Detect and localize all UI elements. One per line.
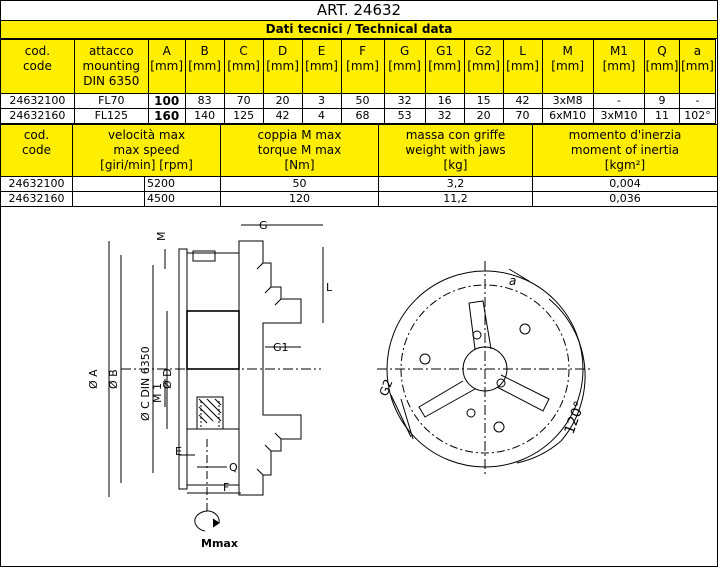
label-e: E (175, 445, 182, 458)
label-angle-a: a (509, 274, 516, 288)
table-cell: FL70 (73, 93, 149, 109)
header-col-12: M[mm] (541, 39, 594, 94)
cell-inertia: 0,004 (532, 176, 718, 192)
table-cell: 70 (223, 93, 264, 109)
table-cell: 102° (678, 108, 717, 124)
label-g1: G1 (273, 341, 289, 354)
table-cell: FL125 (73, 108, 149, 124)
header-col-9: G1[mm] (424, 39, 465, 94)
header-col-4: C[mm] (223, 39, 264, 94)
header-col-8: G[mm] (383, 39, 426, 94)
label-m1: M 1 (151, 383, 164, 403)
cell-empty (72, 191, 145, 207)
table-row: 24632160 4500 120 11,2 0,036 (0, 191, 718, 207)
table-cell: 140 (184, 108, 225, 124)
table-cell: 160 (147, 108, 186, 124)
table-row: 24632100 5200 50 3,2 0,004 (0, 176, 718, 192)
table-cell: 6xM10 (541, 108, 594, 124)
cell-speed: 5200 (143, 176, 222, 192)
table-cell: 24632100 (0, 93, 75, 109)
table-cell: 42 (502, 93, 543, 109)
header-col-10: G2[mm] (463, 39, 504, 94)
table-cell: 20 (463, 108, 504, 124)
table-cell: 42 (262, 108, 303, 124)
cell-inertia: 0,036 (532, 191, 718, 207)
cell-speed: 4500 (143, 191, 222, 207)
label-120-degrees: 120° (562, 399, 589, 436)
cell-code: 24632160 (0, 191, 73, 207)
header-col-15: a[mm] (678, 39, 717, 94)
cell-empty (72, 176, 145, 192)
header-col-0: cod.code (0, 39, 75, 94)
table-cell: 3 (301, 93, 342, 109)
label-q: Q (229, 461, 238, 474)
table-cell: - (678, 93, 717, 109)
table-cell: 70 (502, 108, 543, 124)
table-cell: 3xM8 (541, 93, 594, 109)
label-g2: G2 (377, 377, 396, 398)
header-col-5: D[mm] (262, 39, 303, 94)
cell-torque: 120 (220, 191, 380, 207)
cell-weight: 3,2 (378, 176, 534, 192)
header-col-7: F[mm] (340, 39, 385, 94)
header-col-3: B[mm] (184, 39, 225, 94)
label-f: F (223, 481, 229, 494)
table-cell: 16 (424, 93, 465, 109)
table-cell: 32 (424, 108, 465, 124)
table-cell: 100 (147, 93, 186, 109)
header-col-13: M1[mm] (592, 39, 646, 94)
table-cell: 15 (463, 93, 504, 109)
table-cell: 4 (301, 108, 342, 124)
table-cell: 9 (644, 93, 680, 109)
side-view (108, 224, 324, 532)
section-title: Dati tecnici / Technical data (1, 21, 717, 39)
article-title: ART. 24632 (1, 1, 717, 21)
label-d: Ø D (161, 368, 174, 389)
label-mmax: Mmax (201, 537, 238, 550)
cell-torque: 50 (220, 176, 380, 192)
label-l: L (326, 281, 333, 294)
header-col-14: Q[mm] (644, 39, 680, 94)
table-cell: 68 (340, 108, 385, 124)
cell-code: 24632100 (0, 176, 73, 192)
table-cell: 3xM10 (592, 108, 646, 124)
label-m: M (155, 232, 168, 242)
table-cell: 53 (383, 108, 426, 124)
table-cell: 50 (340, 93, 385, 109)
table-cell: 20 (262, 93, 303, 109)
label-c: Ø C DIN 6350 (139, 346, 152, 421)
table-cell: 125 (223, 108, 264, 124)
label-a: Ø A (87, 369, 100, 389)
table-cell: - (592, 93, 646, 109)
table-cell: 83 (184, 93, 225, 109)
front-view-labels: a G2 120° (377, 274, 589, 436)
chuck-technical-drawing: G L G1 E Q F Mmax M Ø A Ø B Ø C DIN 6350… (87, 219, 593, 550)
table-cell: 32 (383, 93, 426, 109)
header-col-11: L[mm] (502, 39, 543, 94)
table-cell: 24632160 (0, 108, 75, 124)
label-b: Ø B (107, 369, 120, 389)
table-cell: 11 (644, 108, 680, 124)
cell-weight: 11,2 (378, 191, 534, 207)
header-col-6: E[mm] (301, 39, 342, 94)
header-col-2: A[mm] (147, 39, 186, 94)
label-g: G (259, 219, 268, 232)
front-view (377, 261, 593, 477)
header-code: cod.code (0, 124, 73, 177)
side-view-labels: G L G1 E Q F Mmax M Ø A Ø B Ø C DIN 6350… (87, 219, 333, 550)
